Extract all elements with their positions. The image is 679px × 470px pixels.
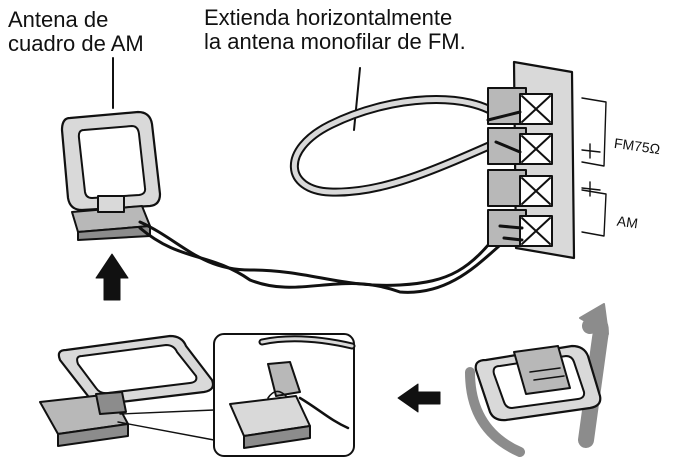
- fm-antenna-leader-line: [353, 67, 361, 131]
- fm-instruction-line1: Extienda horizontalmente: [204, 5, 453, 30]
- am-bracket: [581, 181, 607, 237]
- arrow-up-icon: [95, 253, 129, 301]
- fm-instruction-line2: la antena monofilar de FM.: [204, 29, 466, 54]
- am-loop-antenna-label-line2: cuadro de AM: [8, 31, 144, 56]
- fm75-bracket: [581, 97, 607, 167]
- am-antenna-lead-wire: [138, 220, 508, 294]
- am-loop-antenna-label: Antena de cuadro de AM: [8, 8, 144, 56]
- am-loop-antenna: [60, 110, 162, 241]
- fm-wire-antenna-instruction: Extienda horizontalmente la antena monof…: [204, 6, 466, 54]
- am-loop-antenna-rotating: [465, 303, 609, 457]
- terminal-fm-2: [487, 127, 553, 165]
- fm-wire-antenna: [289, 95, 507, 197]
- am-loop-antenna-label-line1: Antena de: [8, 7, 109, 32]
- zoom-callout-line-top: [119, 409, 215, 415]
- am-loop-antenna-assembled: [39, 334, 215, 447]
- zoom-callout-line-bottom: [117, 421, 215, 441]
- antenna-terminal-block: [486, 60, 576, 260]
- arrow-left-icon: [397, 383, 441, 413]
- detail-inset: [213, 333, 356, 457]
- terminal-am-2: [487, 209, 553, 247]
- terminal-am-1: [487, 169, 553, 207]
